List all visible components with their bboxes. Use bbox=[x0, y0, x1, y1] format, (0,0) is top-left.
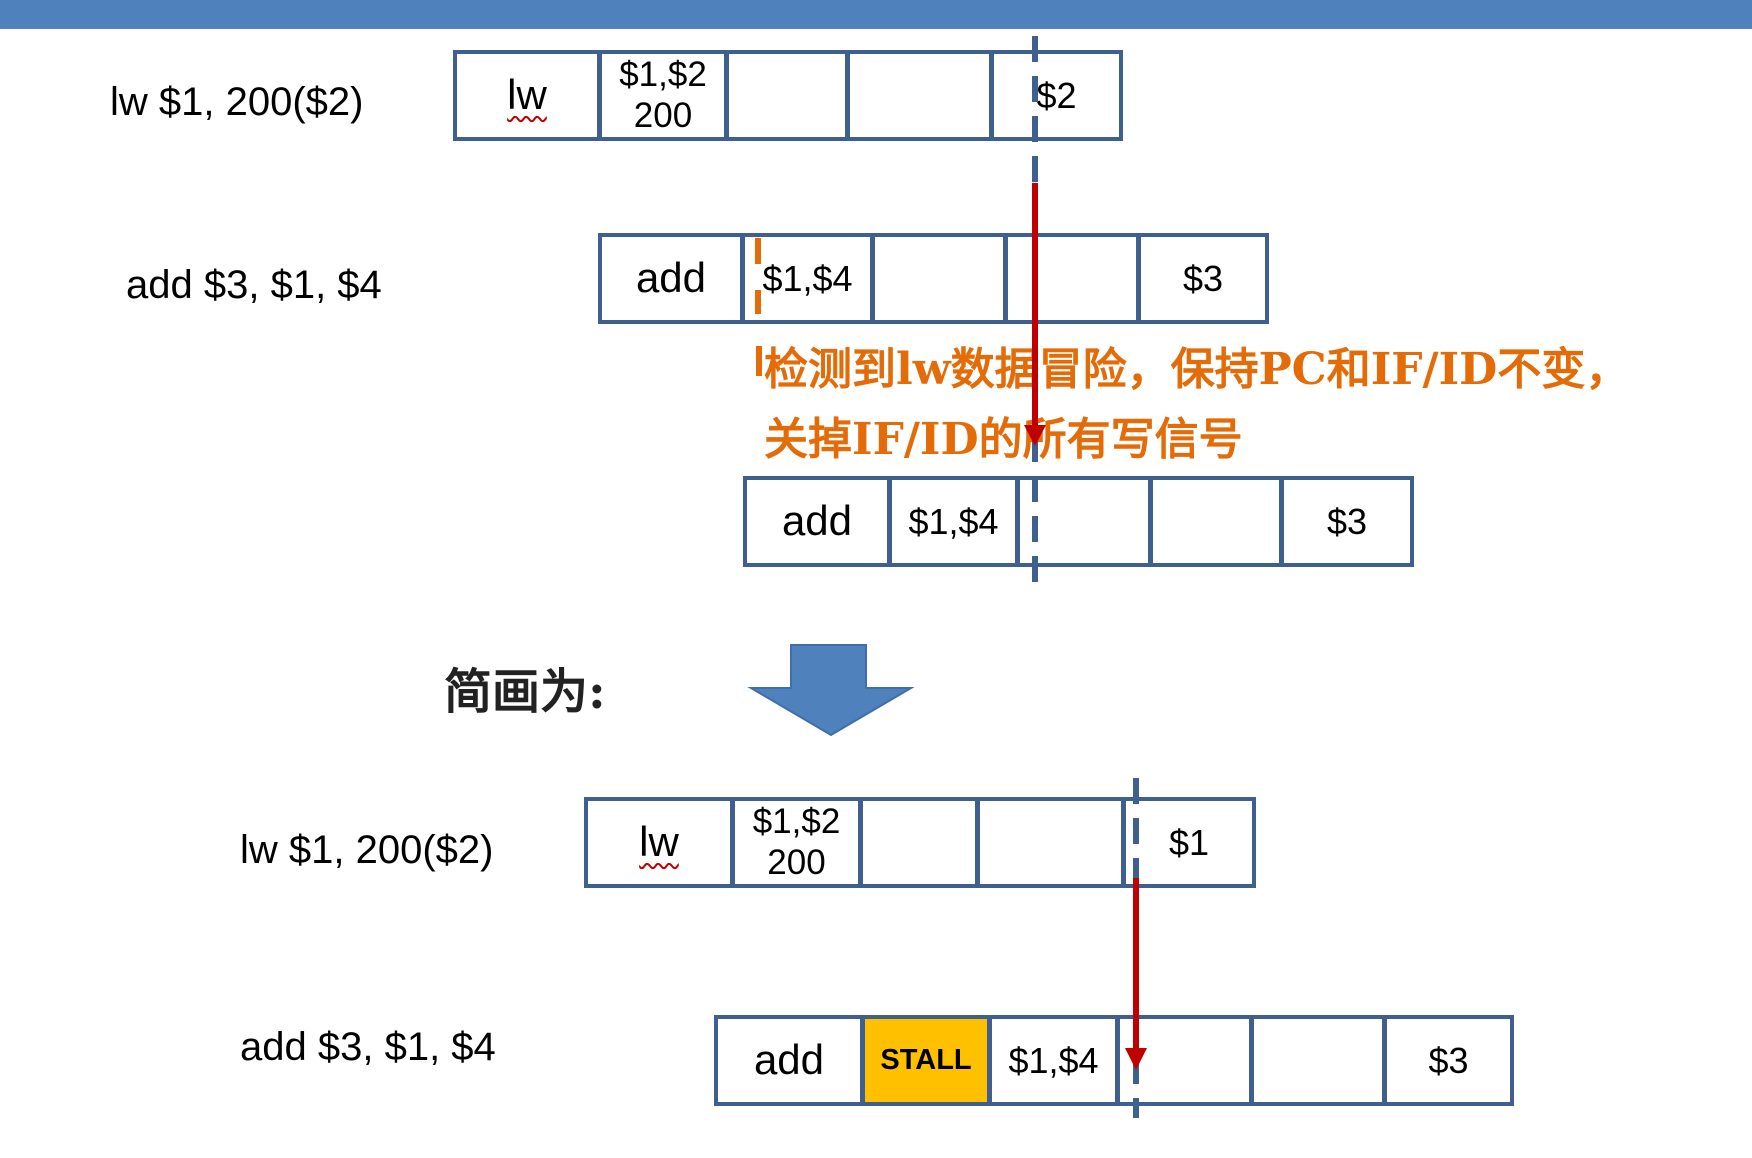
add-delayed-op-label: add bbox=[781, 497, 853, 545]
lw2-op-label: lw bbox=[639, 818, 679, 866]
add-delayed-if-stage: add bbox=[743, 476, 891, 567]
orange-marker-note bbox=[756, 346, 762, 376]
add2-wb-register: $3 bbox=[1428, 1039, 1469, 1081]
lw2-regs-line1: $1,$2 bbox=[752, 802, 841, 842]
add-delayed-wb-register: $3 bbox=[1326, 500, 1368, 542]
stall-label: STALL bbox=[880, 1043, 972, 1076]
slide-header-bar bbox=[0, 0, 1752, 29]
lw-regs-line1: $1,$2 bbox=[619, 55, 707, 95]
lw-wb-register: $2 bbox=[1036, 74, 1077, 116]
add-if-stage: add bbox=[598, 233, 744, 324]
lw-id-stage: $1,$2 200 bbox=[598, 50, 728, 141]
orange-marker-bottom bbox=[755, 290, 761, 314]
add-mem-stage bbox=[1004, 233, 1140, 324]
stall-bubble: STALL bbox=[861, 1015, 991, 1106]
add-ex-stage bbox=[871, 233, 1007, 324]
add-delayed-regs: $1,$4 bbox=[908, 500, 999, 542]
lw-if-stage: lw bbox=[453, 50, 601, 141]
lw2-wb-register: $1 bbox=[1168, 821, 1210, 863]
add-delayed-ex-stage bbox=[1016, 476, 1152, 567]
add2-op-label: add bbox=[753, 1036, 825, 1084]
forward-arrow-head-2 bbox=[1125, 1048, 1147, 1070]
add-instruction-label-2: add $3, $1, $4 bbox=[240, 1025, 496, 1069]
add-delayed-id-stage: $1,$4 bbox=[888, 476, 1019, 567]
add-regs: $1,$4 bbox=[762, 257, 853, 299]
hazard-note-line1: 检测到lw数据冒险，保持PC和IF/ID不变， bbox=[764, 344, 1630, 395]
lw-mem-stage bbox=[846, 50, 993, 141]
add-delayed-mem-stage bbox=[1149, 476, 1283, 567]
add2-wb-stage: $3 bbox=[1383, 1015, 1514, 1106]
add-op-label: add bbox=[635, 254, 707, 302]
lw2-regs-line2: 200 bbox=[767, 842, 826, 882]
add2-mem-stage bbox=[1250, 1015, 1386, 1106]
lw-wb-stage: $2 bbox=[990, 50, 1123, 141]
orange-marker-top bbox=[755, 238, 761, 264]
lw2-wb-stage: $1 bbox=[1122, 797, 1256, 888]
simplified-heading: 简画为: bbox=[444, 664, 606, 720]
add-instruction-label: add $3, $1, $4 bbox=[126, 263, 382, 307]
add-id-stage: $1,$4 bbox=[741, 233, 874, 324]
lw-op-label: lw bbox=[507, 71, 547, 119]
add-wb-register: $3 bbox=[1182, 257, 1224, 299]
lw-regs-line2: 200 bbox=[633, 95, 693, 135]
lw2-mem-stage bbox=[976, 797, 1125, 888]
add2-regs: $1,$4 bbox=[1008, 1039, 1099, 1081]
add-wb-stage: $3 bbox=[1137, 233, 1269, 324]
forward-arrow-head-1 bbox=[1024, 425, 1046, 446]
lw-ex-stage bbox=[725, 50, 849, 141]
lw-instruction-label-2: lw $1, 200($2) bbox=[240, 828, 494, 872]
lw-instruction-label: lw $1, 200($2) bbox=[110, 80, 364, 124]
hazard-note-line2: 关掉IF/ID的所有写信号 bbox=[764, 414, 1243, 465]
add-delayed-wb-stage: $3 bbox=[1280, 476, 1414, 567]
simplify-down-arrow bbox=[747, 644, 915, 737]
add2-if-stage: add bbox=[714, 1015, 864, 1106]
